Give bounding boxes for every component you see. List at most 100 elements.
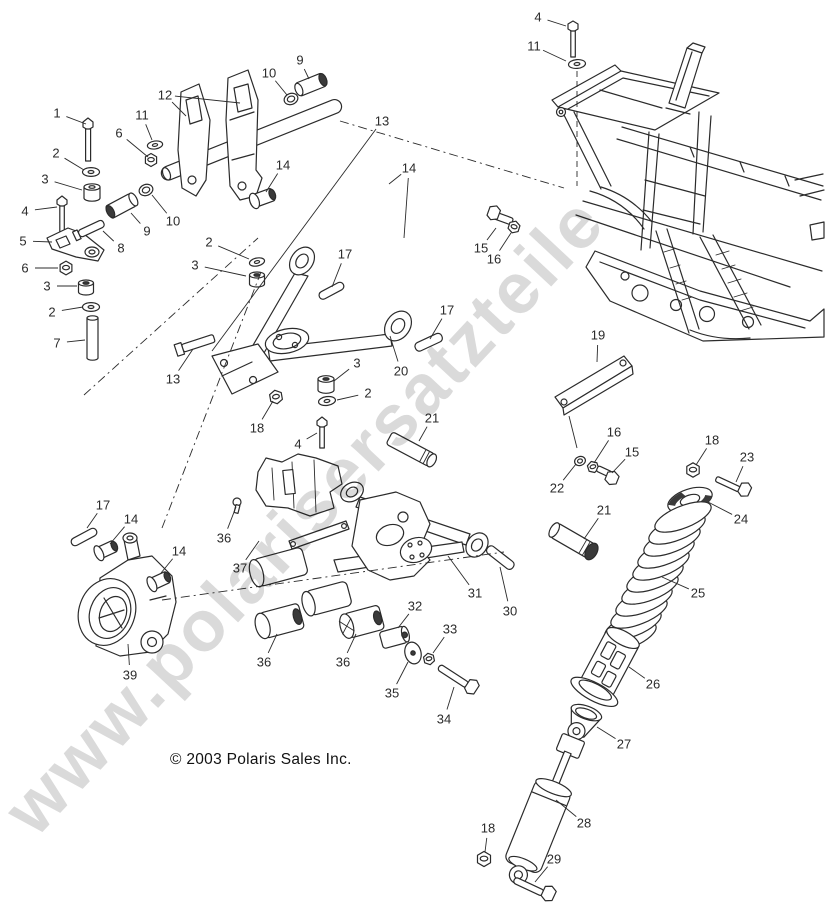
leader-line [65,158,84,170]
construction-line [162,272,261,528]
callout-36: 36 [217,531,231,546]
leader-line [347,634,356,653]
leader-line [307,433,317,439]
callout-35: 35 [385,686,399,701]
leader-line [556,800,576,817]
callout-32: 32 [408,599,422,614]
frame-sketch [552,43,824,341]
callout-39: 39 [123,668,137,683]
leader-line [304,69,309,79]
callout-4: 4 [294,437,301,452]
callout-21: 21 [597,503,611,518]
callout-17: 17 [96,498,110,513]
leader-line [62,307,83,310]
callout-20: 20 [394,364,408,379]
leader-line [543,50,566,61]
leader-line [179,349,193,371]
callout-13: 13 [166,372,180,387]
callout-8: 8 [117,241,124,256]
leader-line [584,518,598,539]
callout-28: 28 [577,816,591,831]
leader-line [662,577,689,589]
callout-29: 29 [547,852,561,867]
callout-3: 3 [41,172,48,187]
shock-absorber [476,520,603,903]
torque-stop-bracket [555,356,633,487]
leader-line [66,117,86,124]
callout-26: 26 [646,677,660,692]
callout-3: 3 [353,356,360,371]
leader-line [262,401,273,419]
frame-mount-bolt [568,21,587,70]
guard-shield-37 [256,454,342,516]
callout-36: 36 [257,655,271,670]
rear-control-arm [233,432,493,618]
leader-line [612,459,625,473]
callout-21: 21 [425,411,439,426]
left-hardware-column [47,118,164,360]
leader-line [397,662,408,684]
leader-line [487,228,496,240]
callout-3: 3 [43,279,50,294]
leader-line [548,20,566,26]
leader-line [334,369,349,381]
construction-line [84,238,258,395]
leader-line [629,667,645,678]
callout-13: 13 [375,114,389,129]
leader-line [146,124,152,140]
pivot-shaft-21 [386,432,438,469]
leader-line [55,182,82,190]
callout-17: 17 [440,303,454,318]
callout-36: 36 [336,655,350,670]
callout-10: 10 [262,66,276,81]
callout-4: 4 [21,204,28,219]
callout-27: 27 [617,737,631,752]
leader-line [597,345,598,362]
leader-line [87,513,97,528]
leader-line [172,102,186,116]
pivot-bolt-13 [174,332,216,356]
callout-6: 6 [115,126,122,141]
leader-line [152,195,167,213]
leader-line [275,81,287,95]
callout-14: 14 [124,512,138,527]
callout-15: 15 [625,445,639,460]
leader-line [268,634,277,653]
callout-18: 18 [705,433,719,448]
leader-line [128,644,129,665]
callout-1: 1 [53,106,60,121]
callout-9: 9 [143,224,150,239]
leader-line [535,867,548,882]
callout-4: 4 [534,10,541,25]
copyright-text: © 2003 Polaris Sales Inc. [170,751,352,768]
leader-line [205,267,246,276]
leader-line [103,231,114,241]
construction-line [569,416,577,448]
callout-5: 5 [19,234,26,249]
annotation-layer: 1234563276118910129101413141516171720233… [19,10,754,883]
leader-line [708,502,732,514]
callout-19: 19 [591,328,605,343]
callout-11: 11 [135,108,149,123]
callout-11: 11 [527,39,541,54]
callout-12: 12 [158,88,172,103]
spring-retainer-tube-26 [567,620,649,712]
callout-25: 25 [691,586,705,601]
leader-line [398,614,409,628]
callout-16: 16 [487,252,501,267]
callout-16: 16 [607,425,621,440]
callout-23: 23 [740,450,754,465]
callout-24: 24 [734,512,748,527]
leader-line [594,440,609,463]
leader-line [127,139,148,157]
callout-2: 2 [52,146,59,161]
callout-6: 6 [21,261,28,276]
callout-3: 3 [191,258,198,273]
callout-7: 7 [53,336,60,351]
leader-line [433,637,444,653]
callout-9: 9 [296,53,303,68]
leader-line [389,174,401,184]
leader-line [499,233,511,251]
